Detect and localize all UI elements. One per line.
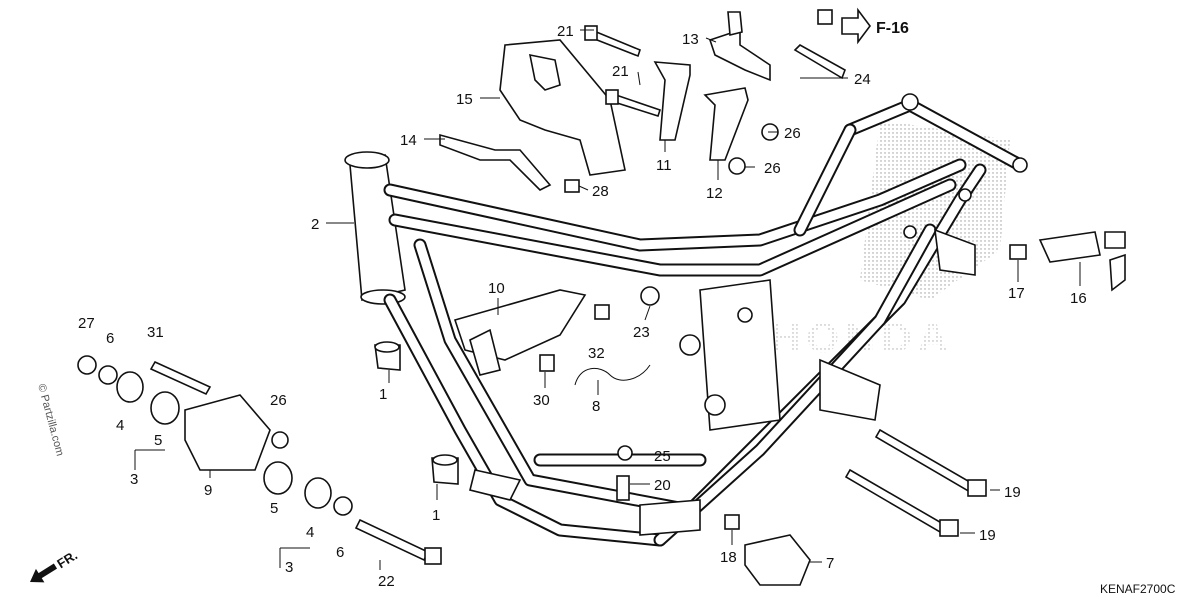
callout-26c: 26 bbox=[270, 392, 287, 409]
callout-32: 32 bbox=[588, 345, 605, 362]
callout-19a: 19 bbox=[1004, 484, 1021, 501]
part-13-bracket bbox=[708, 28, 771, 82]
part-ref-bolt bbox=[817, 9, 833, 25]
part-28-bolt bbox=[564, 179, 580, 193]
part-32-bolt bbox=[594, 304, 610, 320]
callout-8: 8 bbox=[592, 398, 600, 415]
callout-18: 18 bbox=[720, 549, 737, 566]
part-8-wire bbox=[574, 364, 651, 386]
front-arrow-icon bbox=[30, 563, 58, 583]
callout-20: 20 bbox=[654, 477, 671, 494]
callout-5a: 5 bbox=[154, 432, 162, 449]
part-11-bracket bbox=[653, 61, 691, 141]
callout-27: 27 bbox=[78, 315, 95, 332]
callout-26b: 26 bbox=[764, 160, 781, 177]
callout-23: 23 bbox=[633, 324, 650, 341]
part-26-nut-b bbox=[728, 157, 746, 175]
part-24-clip bbox=[793, 44, 846, 80]
reference-arrow-icon bbox=[841, 7, 871, 45]
callout-10: 10 bbox=[488, 280, 505, 297]
callout-5b: 5 bbox=[270, 500, 278, 517]
callout-24: 24 bbox=[854, 71, 871, 88]
callout-12: 12 bbox=[706, 185, 723, 202]
part-21-bolt-a bbox=[591, 29, 641, 58]
part-7-bracket bbox=[744, 534, 811, 586]
part-26-nut-c bbox=[271, 431, 289, 449]
watermark-text: © Partzilla.com bbox=[35, 383, 66, 458]
part-6-washer-a bbox=[98, 365, 118, 385]
part-9-mount-bracket bbox=[184, 394, 271, 471]
callout-7: 7 bbox=[826, 555, 834, 572]
callout-11: 11 bbox=[656, 157, 672, 174]
callout-6a: 6 bbox=[106, 330, 114, 347]
part-30-bolt bbox=[539, 354, 555, 372]
reference-arrow-label: F-16 bbox=[876, 20, 909, 37]
part-25-nut bbox=[617, 445, 633, 461]
front-arrow-label: FR. bbox=[54, 547, 80, 571]
callout-25: 25 bbox=[654, 448, 671, 465]
callout-17: 17 bbox=[1008, 285, 1025, 302]
part-5-collar-a bbox=[150, 391, 180, 425]
part-12-bracket bbox=[703, 87, 749, 161]
callout-19b: 19 bbox=[979, 527, 996, 544]
part-15-plate bbox=[499, 39, 626, 176]
part-4-rubber-a bbox=[116, 371, 144, 403]
callout-28: 28 bbox=[592, 183, 609, 200]
callout-15: 15 bbox=[456, 91, 473, 108]
part-31-bolt bbox=[149, 360, 212, 396]
callout-3a: 3 bbox=[130, 471, 138, 488]
callout-labels: 21 21 13 24 15 14 26 11 26 28 12 2 17 16… bbox=[78, 23, 1087, 590]
main-frame bbox=[344, 93, 1028, 547]
callout-21a: 21 bbox=[557, 23, 574, 40]
part-20-bolt bbox=[616, 475, 630, 501]
callout-26a: 26 bbox=[784, 125, 801, 142]
part-21-bolt-b bbox=[613, 93, 662, 118]
callout-22: 22 bbox=[378, 573, 395, 590]
callout-14: 14 bbox=[400, 132, 417, 149]
part-5-collar-b bbox=[263, 461, 293, 495]
leader-lines bbox=[134, 29, 1081, 570]
callout-4b: 4 bbox=[306, 524, 314, 541]
part-27-nut bbox=[77, 355, 97, 375]
callout-1b: 1 bbox=[432, 507, 440, 524]
callout-9: 9 bbox=[204, 482, 212, 499]
front-direction-indicator: FR. bbox=[30, 547, 80, 583]
part-19-bolt-a bbox=[874, 428, 977, 494]
callout-2: 2 bbox=[311, 216, 319, 233]
callout-6b: 6 bbox=[336, 544, 344, 561]
callout-30: 30 bbox=[533, 392, 550, 409]
part-6-washer-b bbox=[333, 496, 353, 516]
callout-4a: 4 bbox=[116, 417, 124, 434]
callout-13: 13 bbox=[682, 31, 699, 48]
part-16-lock bbox=[1038, 231, 1101, 263]
part-17-bolt bbox=[1009, 244, 1027, 260]
callout-3b: 3 bbox=[285, 559, 293, 576]
callout-31: 31 bbox=[147, 324, 164, 341]
part-22-bolt bbox=[354, 518, 430, 562]
diagram-code: KENAF2700C bbox=[1100, 582, 1176, 596]
part-19-bolt-b bbox=[844, 468, 947, 534]
part-14-bracket bbox=[439, 133, 552, 191]
callout-16: 16 bbox=[1070, 290, 1087, 307]
part-4-rubber-b bbox=[304, 477, 332, 509]
part-23-nut bbox=[640, 286, 660, 306]
callout-1a: 1 bbox=[379, 386, 387, 403]
part-18-bolt bbox=[724, 514, 740, 530]
callout-21b: 21 bbox=[612, 63, 629, 80]
